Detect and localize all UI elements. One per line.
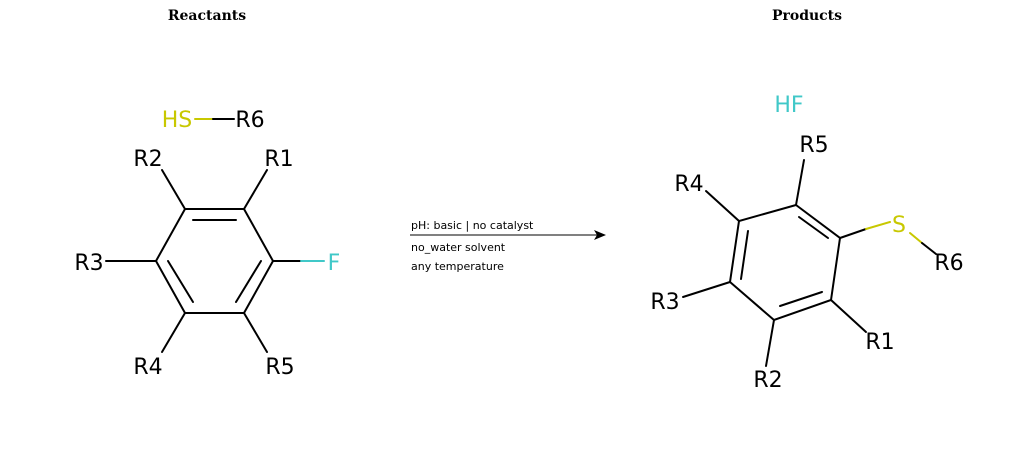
product-r2-label: R2 bbox=[753, 368, 782, 393]
product-r5-bond bbox=[795, 159, 805, 206]
product-ring-bonds bbox=[728, 203, 842, 322]
reactant-ring-bonds bbox=[154, 208, 275, 314]
reactant-r1-bond bbox=[243, 169, 268, 210]
hs-label: HS bbox=[162, 108, 193, 133]
fluoroarene-molecule: R2 R1 R3 R4 R5 F bbox=[74, 147, 340, 380]
product-r5-label: R5 bbox=[799, 133, 828, 158]
reactant-r1-label: R1 bbox=[264, 147, 293, 172]
product-r1-label: R1 bbox=[865, 330, 894, 355]
thiol-molecule: HS R6 bbox=[162, 108, 265, 133]
product-s-bond-s-half bbox=[865, 221, 891, 230]
product-r4-bond bbox=[705, 190, 740, 222]
product-ring-inner-bond-1 bbox=[798, 216, 829, 239]
product-ring-inner-bond-2 bbox=[779, 291, 823, 307]
products-title: Products bbox=[771, 8, 843, 24]
reactant-r4-label: R4 bbox=[133, 355, 162, 380]
thiol-r6-label: R6 bbox=[235, 108, 264, 133]
reactant-f-label: F bbox=[328, 251, 341, 276]
reactant-ring-inner-bond-2 bbox=[235, 260, 262, 303]
product-ring-inner-bond-3 bbox=[740, 230, 749, 280]
product-hf-label: HF bbox=[774, 93, 803, 118]
reactant-r3-label: R3 bbox=[74, 251, 103, 276]
product-r3-label: R3 bbox=[650, 290, 679, 315]
reactant-r2-label: R2 bbox=[133, 147, 162, 172]
reactant-r5-label: R5 bbox=[265, 355, 294, 380]
reactant-r4-bond bbox=[161, 312, 186, 353]
product-r2-bond bbox=[765, 319, 775, 367]
product-r6-label: R6 bbox=[934, 251, 963, 276]
condition-temperature: any temperature bbox=[411, 260, 504, 273]
reactant-ring-inner-bond-3 bbox=[167, 260, 194, 303]
product-sr6-bond-s-half bbox=[909, 232, 923, 244]
condition-solvent: no_water solvent bbox=[411, 241, 506, 254]
product-r3-bond bbox=[682, 281, 731, 298]
thioether-molecule: R5 R4 R3 R2 R1 S R6 bbox=[650, 133, 963, 393]
reaction-arrow-group: pH: basic | no catalyst no_water solvent… bbox=[410, 219, 606, 273]
product-r1-bond bbox=[830, 299, 867, 333]
product-s-bond-c-half bbox=[839, 228, 867, 239]
product-s-label: S bbox=[892, 213, 906, 238]
reactant-r2-bond bbox=[161, 169, 186, 210]
reactants-title: Reactants bbox=[167, 8, 247, 24]
reactant-r5-bond bbox=[243, 312, 268, 353]
product-sr6-bond-r-half bbox=[921, 242, 937, 255]
product-r4-label: R4 bbox=[674, 172, 703, 197]
condition-ph-catalyst: pH: basic | no catalyst bbox=[411, 219, 534, 232]
